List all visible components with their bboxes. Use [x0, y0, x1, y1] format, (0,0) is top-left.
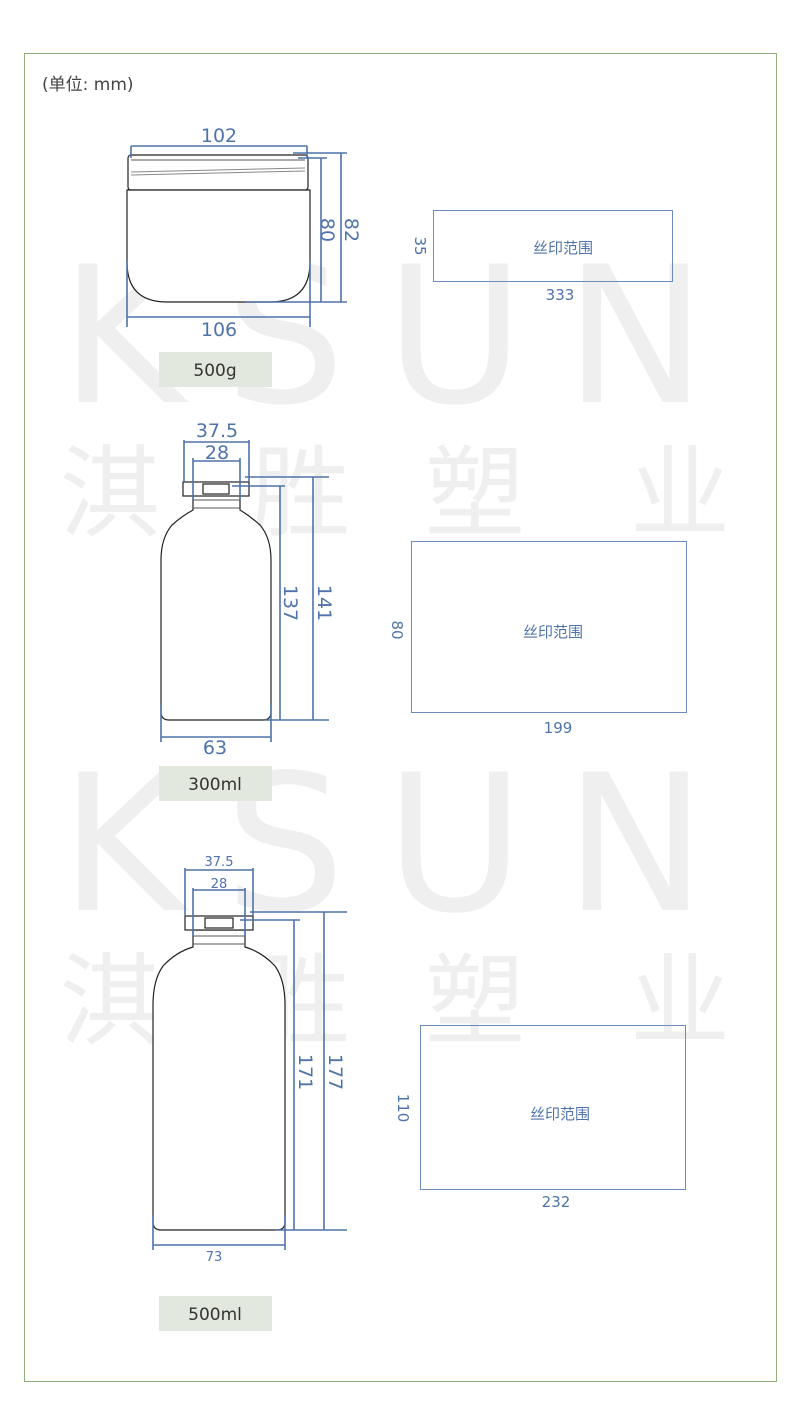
print-area-500g: 丝印范围 35 333 [411, 210, 673, 304]
dim-total-height: 177 [324, 1054, 346, 1090]
dim-cap-width: 37.5 [196, 420, 238, 442]
print-area-label: 丝印范围 [530, 1105, 590, 1123]
label-box [159, 766, 272, 801]
bottle-300ml-dimensions: 37.5 28 137 141 63 [160, 420, 335, 759]
print-area-height: 35 [411, 236, 429, 255]
watermark-char: 淇 [60, 435, 160, 552]
print-area-height: 80 [388, 620, 406, 639]
unit-label: (单位: mm) [42, 75, 134, 95]
dim-cap-width: 37.5 [205, 855, 234, 870]
dim-total-height: 141 [313, 585, 335, 621]
product-label-300ml: 300ml [188, 775, 242, 795]
print-area-width: 232 [542, 1193, 571, 1211]
dim-bottom-width: 106 [201, 319, 237, 341]
bottle-300ml-drawing [160, 481, 272, 721]
label-box [159, 1296, 272, 1331]
watermark-char: 塑 [425, 943, 525, 1060]
bottle-500ml-drawing [152, 915, 286, 1231]
dim-width: 73 [206, 1250, 223, 1265]
product-label-500g: 500g [193, 361, 236, 381]
print-area-500ml: 丝印范围 110 232 [394, 1025, 686, 1211]
print-area-label: 丝印范围 [533, 239, 593, 257]
product-label-500ml: 500ml [188, 1305, 242, 1325]
watermark-char: 胜 [250, 435, 350, 552]
dim-body-height: 137 [279, 585, 301, 621]
label-box [159, 352, 272, 387]
watermark-char: 业 [630, 943, 730, 1060]
jar-500g-dimensions: 102 106 80 82 [126, 125, 362, 341]
frame [24, 53, 777, 1382]
watermark-char: 淇 [60, 943, 160, 1060]
dim-total-height: 82 [340, 218, 362, 242]
print-area-width: 333 [546, 286, 575, 304]
dim-width: 63 [203, 737, 227, 759]
bottle-500ml-dimensions: 37.5 28 171 177 73 [152, 855, 347, 1265]
print-area-height: 110 [394, 1094, 412, 1123]
dim-neck-width: 28 [211, 877, 228, 892]
watermark-char: 业 [630, 435, 730, 552]
print-area-width: 199 [544, 719, 573, 737]
print-area-300ml: 丝印范围 80 199 [388, 541, 687, 737]
dim-top-width: 102 [201, 125, 237, 147]
dim-body-height: 171 [294, 1054, 316, 1090]
dim-body-height: 80 [316, 218, 338, 242]
print-area-label: 丝印范围 [523, 623, 583, 641]
dim-neck-width: 28 [205, 442, 229, 464]
watermark-char: 塑 [425, 435, 525, 552]
jar-500g-drawing [126, 154, 311, 303]
watermark: KSUN 淇 胜 塑 业 KSUN 淇 胜 塑 业 [60, 226, 730, 1060]
